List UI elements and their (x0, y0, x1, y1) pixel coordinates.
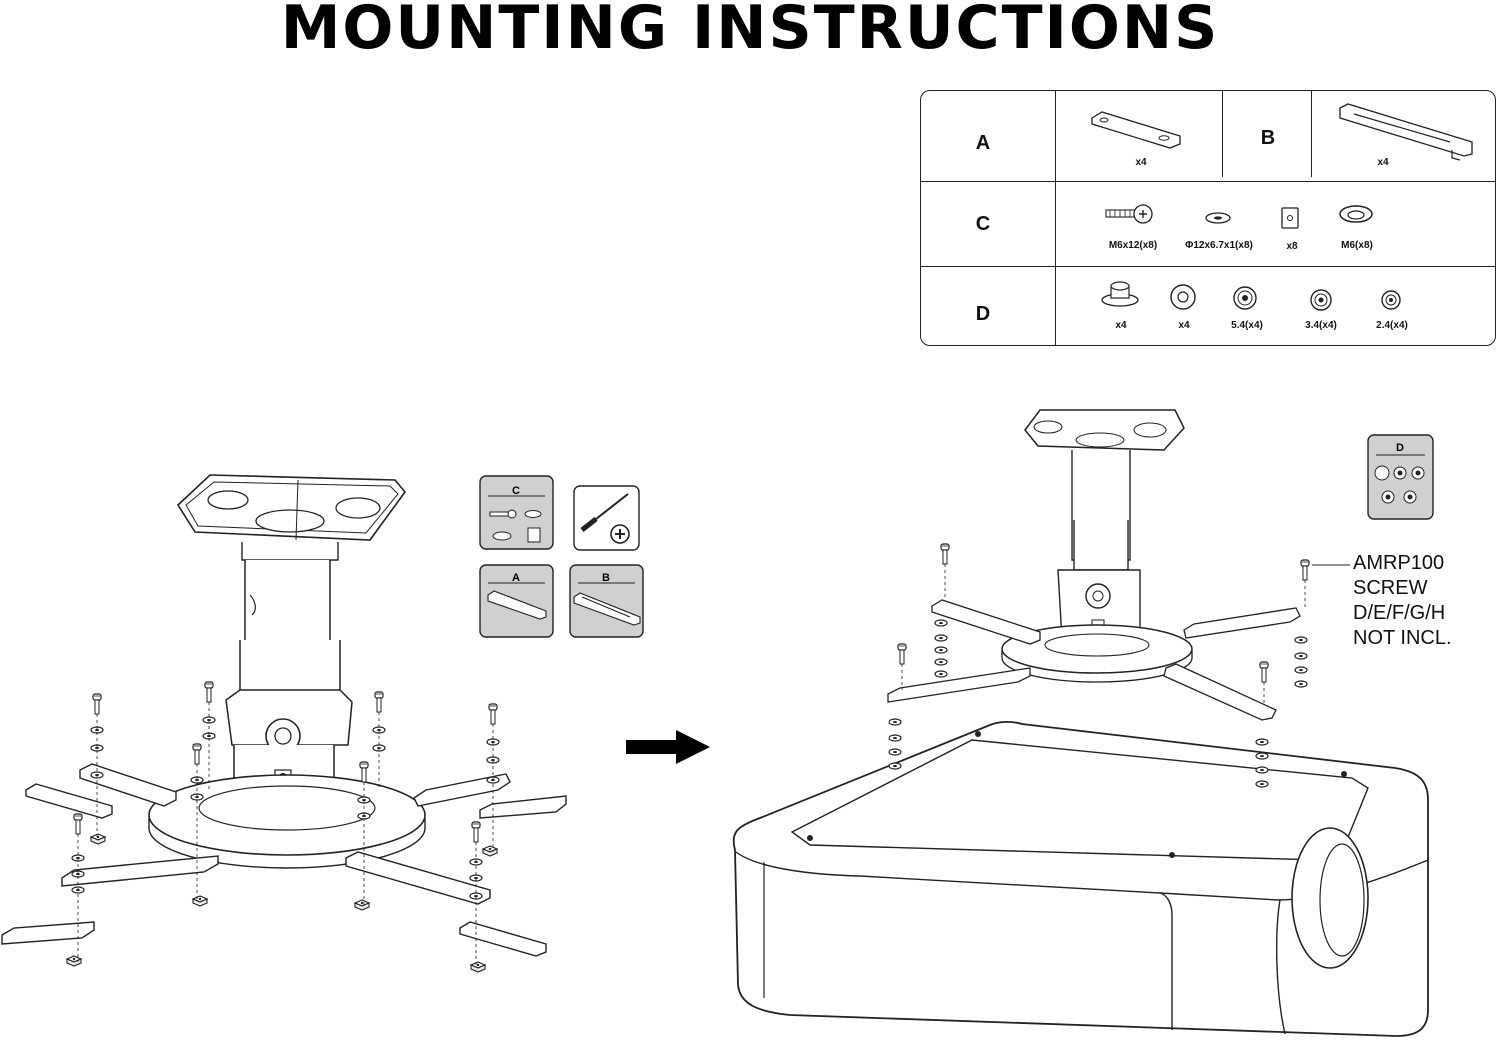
spacer-34-icon (1310, 289, 1332, 311)
note-line-2: SCREW (1353, 577, 1428, 599)
part-c-nut-label: x8 (1286, 241, 1298, 252)
part-d-ring-label: x4 (1178, 320, 1190, 331)
cap-spacer-icon (1101, 281, 1139, 307)
lock-washer-icon (1339, 205, 1373, 223)
mount-assembled (887, 409, 1301, 721)
spacer-54-icon (1233, 286, 1257, 310)
arm-a-icon (1091, 111, 1181, 149)
part-a-qty: x4 (1135, 157, 1147, 168)
hardware-stacks (66, 681, 500, 973)
arrow-right-icon (626, 730, 710, 764)
table-divider (1311, 91, 1312, 177)
badge-d: D (1367, 434, 1434, 520)
mounting-disc (148, 774, 426, 869)
page-title: MOUNTING INSTRUCTIONS (280, 0, 1220, 63)
badge-b: B (569, 564, 644, 638)
part-c-screw-label: M6x12(x8) (1108, 240, 1158, 251)
part-key-b: B (1260, 127, 1276, 149)
screwdriver-badge (573, 485, 640, 551)
part-key-c: C (975, 213, 991, 235)
badge-a-label: A (512, 572, 520, 584)
square-nut-icon (1281, 207, 1299, 229)
table-divider (1055, 91, 1056, 345)
parts-table: A B C D x4 x4 M6x12(x8) Φ12x6.7x1(x8) x8… (920, 90, 1496, 346)
hardware-assembled (888, 543, 1310, 788)
part-c-washer-label: Φ12x6.7x1(x8) (1185, 240, 1253, 251)
table-divider (1222, 91, 1223, 177)
spacer-24-icon (1381, 290, 1401, 310)
part-key-d: D (975, 303, 991, 325)
screw-icon (1105, 204, 1153, 224)
extension-column (239, 542, 341, 706)
part-d-spacer-24-label: 2.4(x4) (1376, 320, 1408, 331)
flat-washer-icon (1205, 212, 1231, 224)
part-b-qty: x4 (1377, 157, 1389, 168)
part-d-spacer-54-label: 5.4(x4) (1231, 320, 1263, 331)
table-divider (921, 266, 1495, 267)
badge-d-label: D (1396, 442, 1404, 454)
screw-not-included-note: AMRP100 SCREW D/E/F/G/H NOT INCL. (1353, 551, 1452, 651)
note-line-3: D/E/F/G/H (1353, 602, 1446, 624)
arm-b-icon (1339, 103, 1473, 161)
part-d-cap-label: x4 (1115, 320, 1127, 331)
part-key-a: A (975, 132, 991, 154)
badge-c-label: C (512, 485, 520, 497)
badge-c: C (479, 475, 554, 550)
part-c-lockwasher-label: M6(x8) (1341, 240, 1373, 251)
part-d-spacer-34-label: 3.4(x4) (1305, 320, 1337, 331)
projector (732, 720, 1429, 1037)
badge-b-label: B (602, 572, 610, 584)
ceiling-plate (176, 474, 407, 541)
table-divider (921, 181, 1495, 182)
arms-exploded (1, 763, 567, 957)
note-line-1: AMRP100 (1353, 552, 1445, 574)
badge-a: A (479, 564, 554, 638)
ring-spacer-icon (1170, 284, 1196, 310)
note-line-4: NOT INCL. (1353, 627, 1452, 649)
